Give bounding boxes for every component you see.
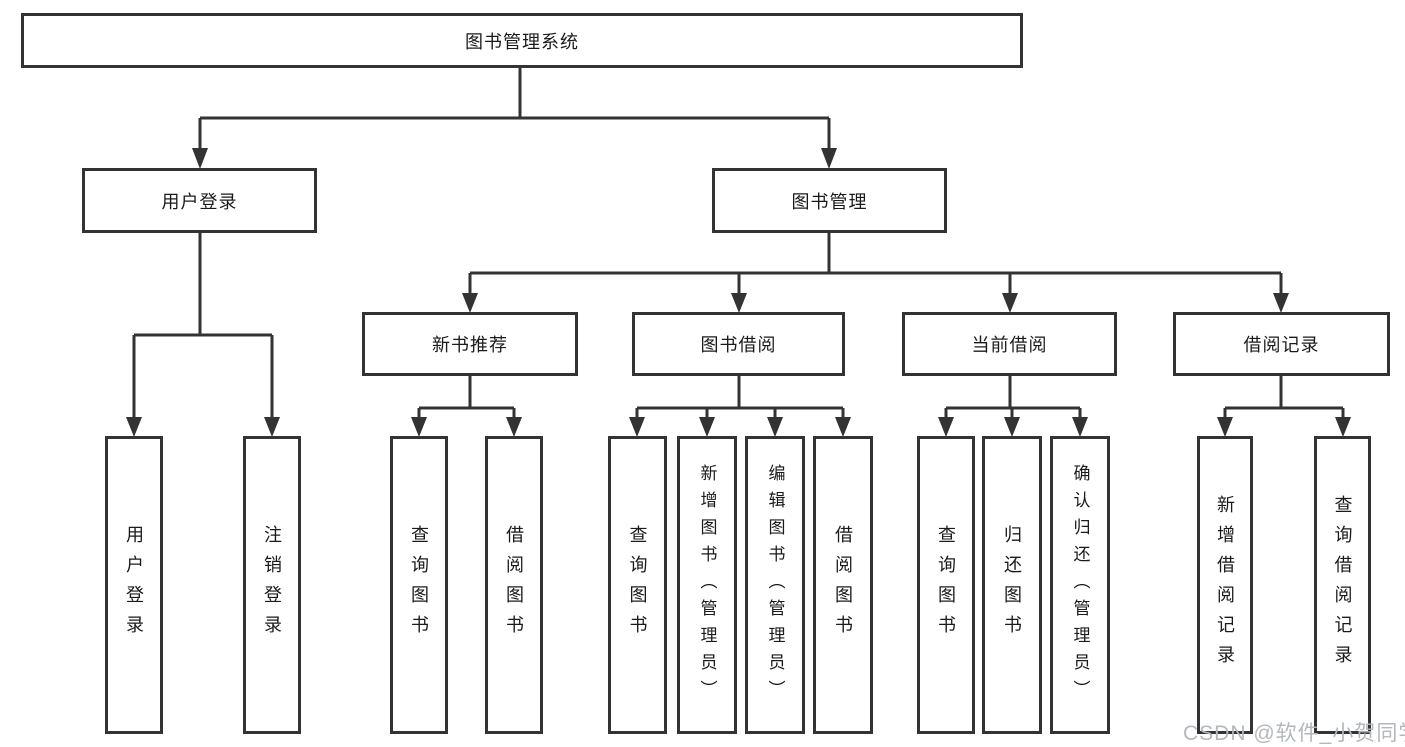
leaf-borrow-books-recommend: 借阅图书 xyxy=(485,436,543,734)
leaf-user-login: 用户登录 xyxy=(105,436,163,734)
leaf-query-books-current: 查询图书 xyxy=(917,436,975,734)
node-library-management-system: 图书管理系统 xyxy=(21,13,1023,68)
leaf-add-books-admin: 新增图书（管理员） xyxy=(677,436,737,734)
node-new-book-recommendation: 新书推荐 xyxy=(362,312,578,376)
leaf-query-books-borrowing: 查询图书 xyxy=(608,436,667,734)
leaf-query-books-recommend: 查询图书 xyxy=(390,436,448,734)
leaf-edit-books-admin: 编辑图书（管理员） xyxy=(745,436,805,734)
leaf-query-borrow-record: 查询借阅记录 xyxy=(1314,436,1371,734)
node-book-management: 图书管理 xyxy=(712,168,947,233)
node-borrowing-records: 借阅记录 xyxy=(1173,312,1390,376)
leaf-add-borrow-record: 新增借阅记录 xyxy=(1197,436,1253,734)
node-book-borrowing: 图书借阅 xyxy=(632,312,845,376)
leaf-logout: 注销登录 xyxy=(243,436,301,734)
leaf-confirm-return-admin: 确认归还（管理员） xyxy=(1050,436,1110,734)
node-current-borrowing: 当前借阅 xyxy=(902,312,1117,376)
leaf-borrow-books: 借阅图书 xyxy=(813,436,873,734)
watermark: CSDN @软件_小贺同学 xyxy=(1183,722,1405,745)
leaf-return-books: 归还图书 xyxy=(982,436,1042,734)
node-user-login: 用户登录 xyxy=(82,168,317,233)
